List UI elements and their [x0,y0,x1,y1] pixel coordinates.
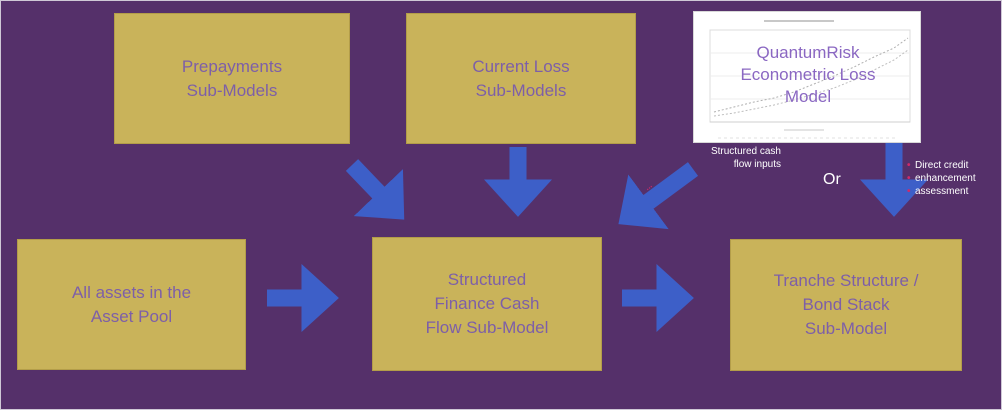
or-label: Or [823,171,841,188]
structured-inputs-line2: flow inputs [733,159,781,170]
tranche-line1: Tranche Structure / [773,271,919,290]
tranche-line2: Bond Stack [802,295,890,314]
asset-pool-box: All assets in the Asset Pool [17,239,246,370]
structured-inputs-line1: Structured cash [710,146,781,157]
current-loss-line2: Sub-Models [475,80,567,100]
direct-line1: Direct credit [915,160,969,171]
bullet-icon: • [907,186,911,197]
bullet-icon: • [907,173,911,184]
arrow-quantum-to-cashflow [618,162,699,230]
direct-line3: assessment [915,186,969,197]
prepayments-line2: Sub-Models [186,80,278,100]
quantumrisk-line2: Econometric Loss [740,65,876,84]
current-loss-line1: Current Loss [472,56,570,76]
prepayments-box: Prepayments Sub-Models [114,13,350,144]
current-loss-box: Current Loss Sub-Models [406,13,636,144]
cash-flow-box: Structured Finance Cash Flow Sub-Model [372,237,602,371]
quantumrisk-line1: QuantumRisk [756,43,860,62]
quantumrisk-line3: Model [784,87,832,106]
prepayments-line1: Prepayments [181,56,283,76]
asset-pool-line2: Asset Pool [90,306,173,326]
tranche-line3: Sub-Model [804,319,888,338]
background-chart-thumbnail [709,20,911,139]
cash-flow-line1: Structured [447,270,527,289]
asset-pool-line1: All assets in the [71,282,192,302]
direct-line2: enhancement [915,173,976,184]
direct-credit-label: • Direct credit • enhancement • assessment [907,159,997,198]
bullet-icon: • [907,160,911,171]
quantumrisk-title: QuantumRisk Econometric Loss Model [694,42,920,108]
cash-flow-line3: Flow Sub-Model [425,318,549,337]
structured-inputs-label: Structured cash flow inputs [681,145,781,171]
quantumrisk-card: QuantumRisk Econometric Loss Model [693,11,921,143]
cash-flow-line2: Finance Cash [434,294,540,313]
tranche-box: Tranche Structure / Bond Stack Sub-Model [730,239,962,371]
arrow-prepayments-to-cashflow [345,159,405,220]
